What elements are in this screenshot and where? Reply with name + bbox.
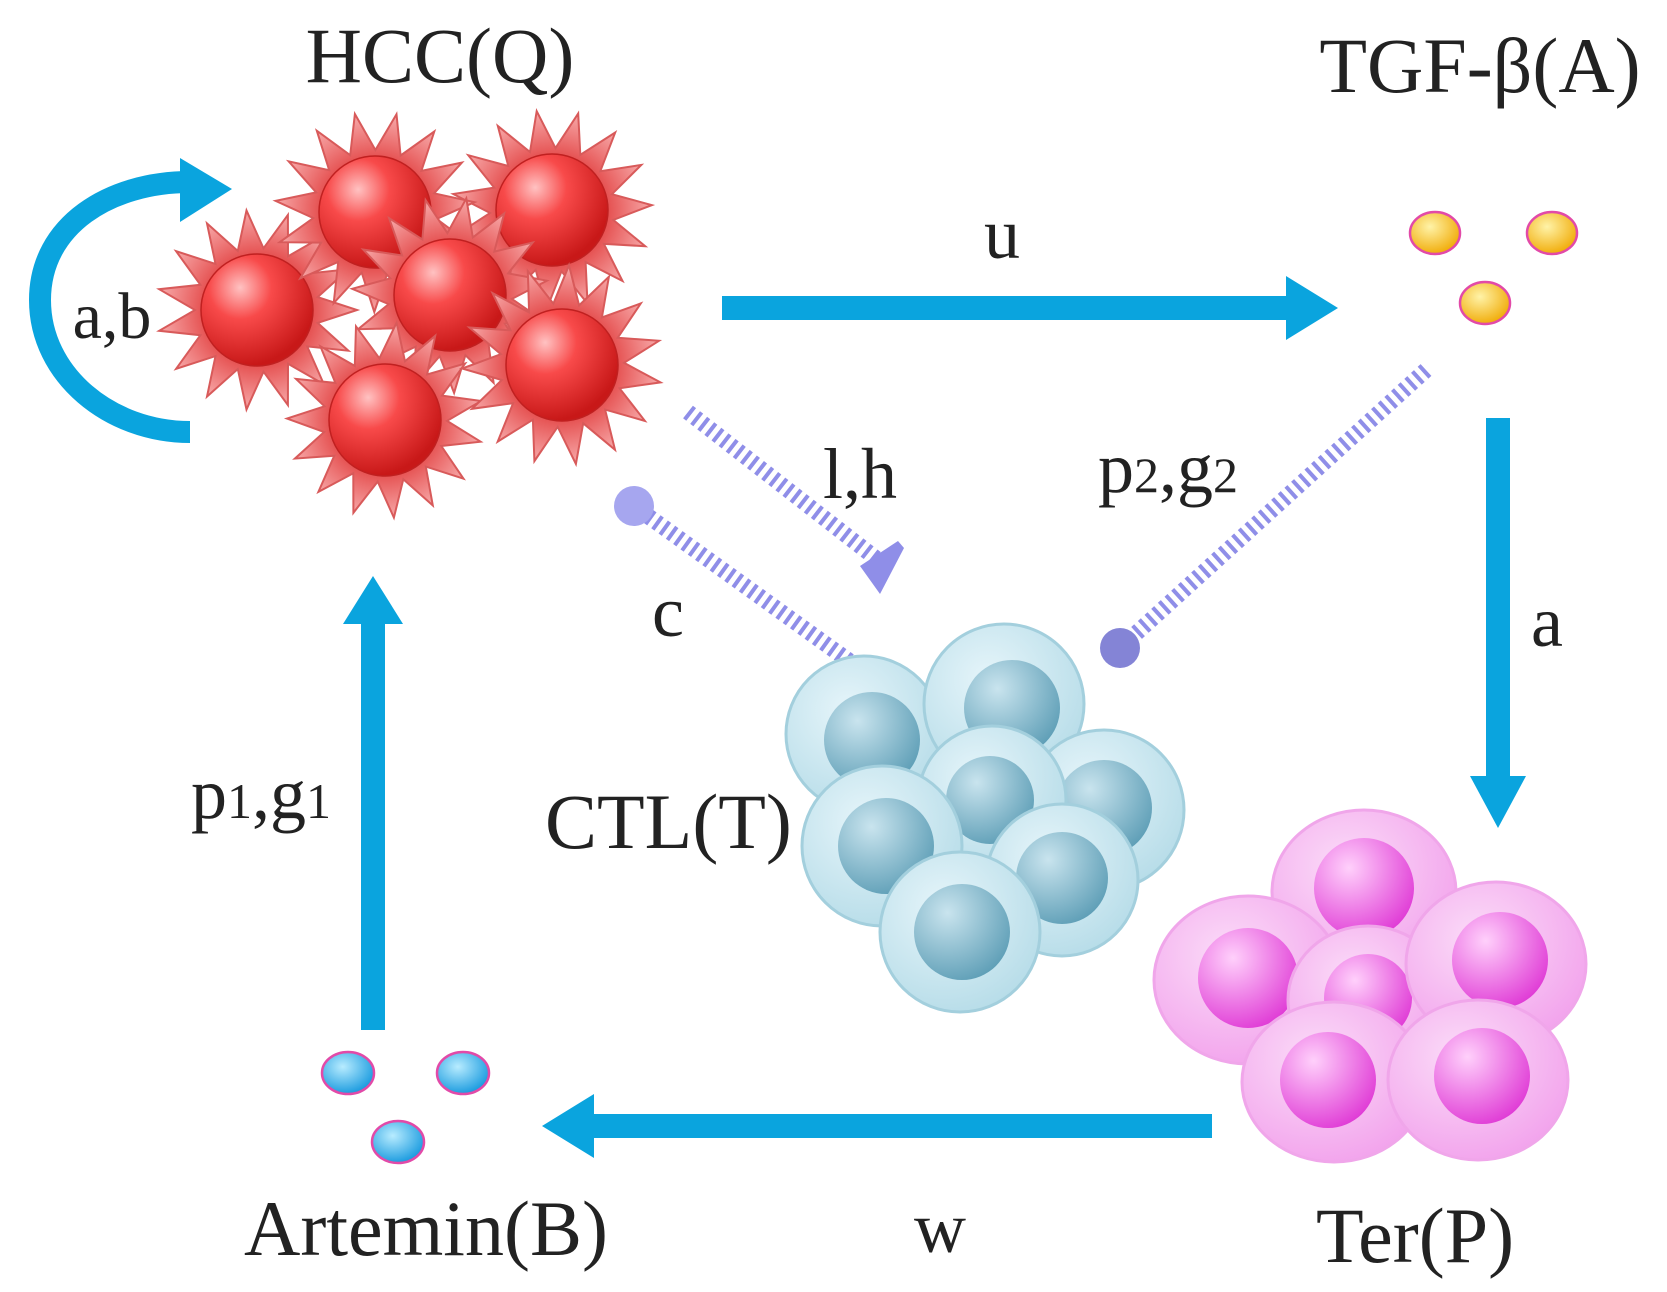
tgf-dot [1408,210,1462,256]
hcc-to-tgf-label: u [984,194,1020,274]
p2-symbol: p [1098,428,1134,508]
ctl-cell [878,850,1042,1014]
labels: HCC(Q) TGF-β(A) CTL(T) Ter(P) Artemin(B)… [73,12,1641,1279]
artemin-dots-icon [320,1050,491,1165]
p2-subscript: 2 [1134,447,1159,503]
ter-to-artemin-arrowhead [542,1094,594,1158]
dashed-interactions [614,364,1432,683]
g2-subscript: 2 [1213,447,1238,503]
self-loop-arrowhead [180,158,232,222]
artemin-to-hcc-arrowhead [343,576,403,624]
artemin-dot [370,1119,426,1165]
hcc-to-tgf-arrowhead [1286,276,1338,340]
tgf-inhibits-ctl-bar-end [1100,628,1140,668]
artemin-dot [320,1050,376,1096]
hcc-tumor-cell [156,207,361,413]
tgf-dot [1458,280,1512,326]
ctl-inhibits-hcc-label: c [652,572,684,652]
hcc-tumor-cell [283,319,485,521]
self-loop-label: a,b [73,280,152,353]
tgf-inhibits-ctl-label: p2,g2 [1098,428,1238,508]
p1-subscript: 1 [227,773,252,829]
ctl-inhibits-hcc-dashed [629,499,875,683]
p2-g2-separator: , [1159,428,1177,508]
ctl-label: CTL(T) [545,778,792,865]
tgf-to-ter-arrowhead [1470,776,1526,828]
hcc-tumor-cell [458,261,664,468]
hcc-label: HCC(Q) [306,12,575,99]
ter-cell [1386,998,1570,1162]
hcc-to-ctl-label: l,h [823,434,897,514]
blue-arrows [28,158,1526,1158]
ctl-inhibits-hcc-bar-end [614,486,654,526]
ter-cell [1240,1000,1428,1164]
tgf-to-ter-label: a [1531,582,1563,662]
ctl-cluster-icon [784,622,1186,1014]
artemin-dot [435,1050,491,1096]
hcc-to-ctl-arrowhead [860,541,904,594]
ter-cluster-icon [1152,808,1588,1164]
tgf-label: TGF-β(A) [1319,22,1640,109]
ter-label: Ter(P) [1316,1192,1514,1279]
g2-symbol: g [1177,428,1213,508]
g1-subscript: 1 [306,773,331,829]
tgf-inhibits-ctl-dashed [1114,364,1432,654]
p1-g1-separator: , [252,754,270,834]
artemin-to-hcc-label: p1,g1 [191,754,331,834]
tgf-dots-icon [1408,210,1579,326]
hcc-to-ctl-dashed [683,405,883,567]
p1-symbol: p [191,754,227,834]
tgf-dot [1525,210,1579,256]
self-loop-arrow [28,171,191,443]
g1-symbol: g [270,754,306,834]
ter-to-artemin-label: w [914,1188,966,1268]
artemin-label: Artemin(B) [244,1185,608,1272]
hcc-cluster-icon [156,108,664,521]
